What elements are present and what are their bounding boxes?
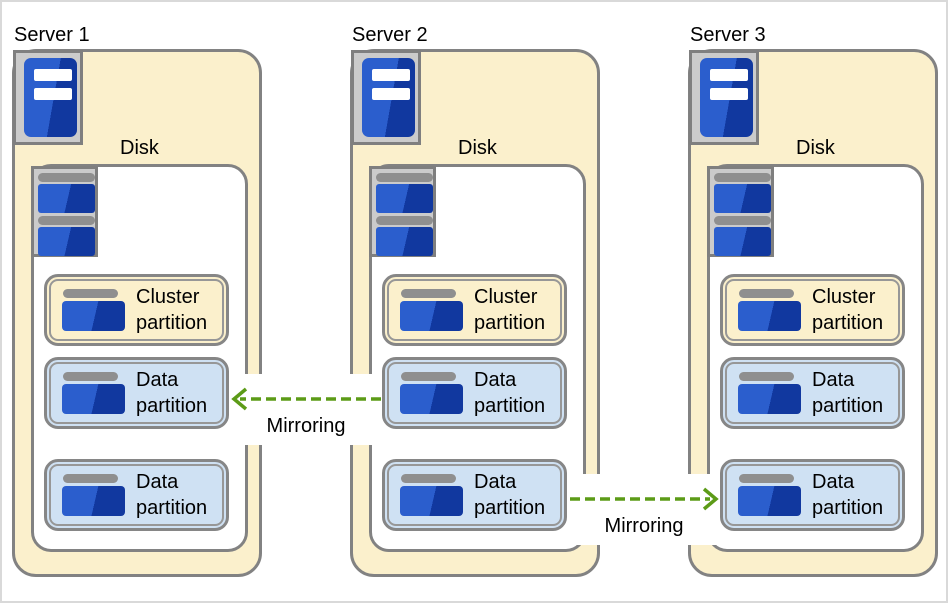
disk-icon [31,166,98,257]
mirroring-label: Mirroring [266,415,346,437]
disk-label: Disk [458,137,497,159]
partition-label: Data partition [812,471,884,519]
partition-icon [62,474,125,516]
partition-icon [738,289,801,331]
server-box: Disk Cluster partition [12,49,262,577]
data-partition-box: Data partition [382,459,567,531]
server-icon [13,50,83,145]
partition-icon [400,289,463,331]
server-icon [689,50,759,145]
data-partition-box: Data partition [44,459,229,531]
server-tower-icon [362,58,415,137]
server-2: Server 2 Disk Cluster partition [350,22,600,577]
partition-icon [400,372,463,414]
server-box: Disk Cluster partition [688,49,938,577]
data-partition-box: Data partition [720,459,905,531]
partition-label: Data partition [812,369,884,417]
mirroring-label: Mirroring [604,515,684,537]
disk-label: Disk [120,137,159,159]
server-icon [351,50,421,145]
mirroring-arrow-right-icon [570,487,719,511]
mirroring-band-left: Mirroring [230,374,382,445]
disk-label: Disk [796,137,835,159]
data-partition-box: Data partition [382,357,567,429]
partition-label: Cluster partition [136,286,208,334]
server-1: Server 1 Disk Cluster partition [12,22,262,577]
disk-box: Cluster partition Data partition Data pa… [707,164,924,552]
server-tower-icon [24,58,77,137]
data-partition-box: Data partition [44,357,229,429]
server-label: Server 1 [14,24,90,46]
cluster-partition-box: Cluster partition [382,274,567,346]
partition-icon [400,474,463,516]
partition-label: Data partition [474,471,546,519]
partition-label: Data partition [136,471,208,519]
server-tower-icon [700,58,753,137]
mirroring-band-right: Mirroring [568,474,720,545]
disk-icon [369,166,436,257]
data-partition-box: Data partition [720,357,905,429]
server-label: Server 2 [352,24,428,46]
disk-box: Cluster partition Data partition Data pa… [31,164,248,552]
disk-icon [707,166,774,257]
server-3: Server 3 Disk Cluster partition [688,22,938,577]
disk-box: Cluster partition Data partition Data pa… [369,164,586,552]
partition-icon [738,372,801,414]
partition-label: Data partition [474,369,546,417]
partition-label: Cluster partition [474,286,546,334]
cluster-partition-box: Cluster partition [720,274,905,346]
partition-label: Data partition [136,369,208,417]
partition-icon [62,289,125,331]
partition-icon [62,372,125,414]
mirroring-arrow-left-icon [231,387,381,411]
cluster-partition-box: Cluster partition [44,274,229,346]
server-box: Disk Cluster partition [350,49,600,577]
partition-icon [738,474,801,516]
partition-label: Cluster partition [812,286,884,334]
server-label: Server 3 [690,24,766,46]
